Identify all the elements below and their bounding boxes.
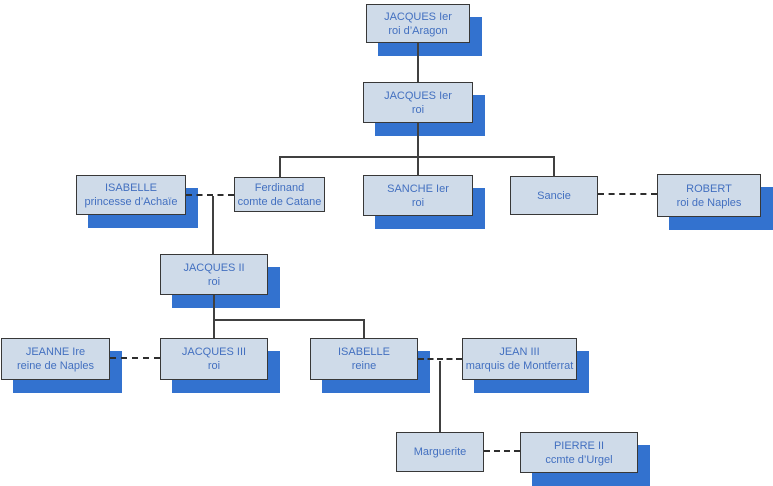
person-name: SANCHE Ier xyxy=(387,182,449,195)
connector-marriage-to-jacques2 xyxy=(212,196,214,254)
person-name: JACQUES Ier xyxy=(384,10,452,23)
person-name: JACQUES III xyxy=(181,346,247,358)
person-name: ROBERT xyxy=(686,182,732,195)
node-robert: ROBERT roi de Naples xyxy=(657,174,761,217)
node-pierre-ii: PIERRE II ccmte d’Urgel xyxy=(520,432,638,473)
person-title: comte de Catane xyxy=(237,195,322,208)
node-jacques-ier-aragon: JACQUES Ier roi d’Aragon xyxy=(366,4,470,43)
person-name: JACQUES II xyxy=(183,261,245,274)
person-title: marquis de Montferrat xyxy=(465,360,574,372)
node-jeanne-ire: JEANNE Ire reine de Naples xyxy=(1,338,110,380)
node-ferdinand: Ferdinand comte de Catane xyxy=(234,177,325,212)
person-title: roi xyxy=(207,275,221,288)
person-title: ccmte d’Urgel xyxy=(545,453,613,466)
person-title: princesse d’Achaïe xyxy=(84,196,178,208)
person-title: roi de Naples xyxy=(676,196,742,209)
connector-drop-sanche xyxy=(417,156,419,176)
connector-jacques1roi-drop xyxy=(417,123,419,157)
marriage-isabelle-jean3 xyxy=(418,358,462,360)
person-name: Ferdinand xyxy=(254,181,305,194)
person-title: roi xyxy=(207,360,221,372)
person-name: Marguerite xyxy=(413,446,467,458)
marriage-isabelle-ferdinand xyxy=(186,194,234,196)
node-marguerite: Marguerite xyxy=(396,432,484,472)
node-jacques-ii: JACQUES II roi xyxy=(160,254,268,295)
person-title: reine de Naples xyxy=(16,360,95,372)
connector-jacques1aragon-to-jacques1roi xyxy=(417,43,419,82)
marriage-sancie-robert xyxy=(598,193,657,195)
person-name: JEAN III xyxy=(499,346,540,358)
marriage-marguerite-pierre2 xyxy=(484,450,520,452)
node-sanche-ier: SANCHE Ier roi xyxy=(363,175,473,216)
person-name: ISABELLE xyxy=(338,346,390,358)
person-title: roi xyxy=(411,103,425,116)
connector-jacques2-to-jacques3 xyxy=(213,295,215,338)
person-name: JEANNE Ire xyxy=(25,346,86,358)
node-jean-iii: JEAN III marquis de Montferrat xyxy=(462,338,577,380)
connector-marriage-to-marguerite xyxy=(439,361,441,432)
node-isabelle-achaie: ISABELLE princesse d’Achaïe xyxy=(76,175,186,215)
connector-drop-isabelle-reine xyxy=(363,319,365,338)
connector-drop-ferdinand xyxy=(279,156,281,178)
node-isabelle-reine: ISABELLE reine xyxy=(310,338,418,380)
connector-generation5-bus xyxy=(213,319,365,321)
node-sancie: Sancie xyxy=(510,176,598,215)
person-title: roi d’Aragon xyxy=(388,24,448,37)
person-name: Sancie xyxy=(537,189,571,202)
person-name: ISABELLE xyxy=(105,182,157,194)
person-name: JACQUES Ier xyxy=(384,89,452,102)
person-title: reine xyxy=(351,360,377,372)
marriage-jeanne-jacques3 xyxy=(110,357,160,359)
person-title: roi xyxy=(411,196,425,209)
person-name: PIERRE II xyxy=(553,439,605,452)
node-jacques-ier-roi: JACQUES Ier roi xyxy=(363,82,473,123)
connector-drop-sancie xyxy=(553,156,555,177)
node-jacques-iii: JACQUES III roi xyxy=(160,338,268,380)
